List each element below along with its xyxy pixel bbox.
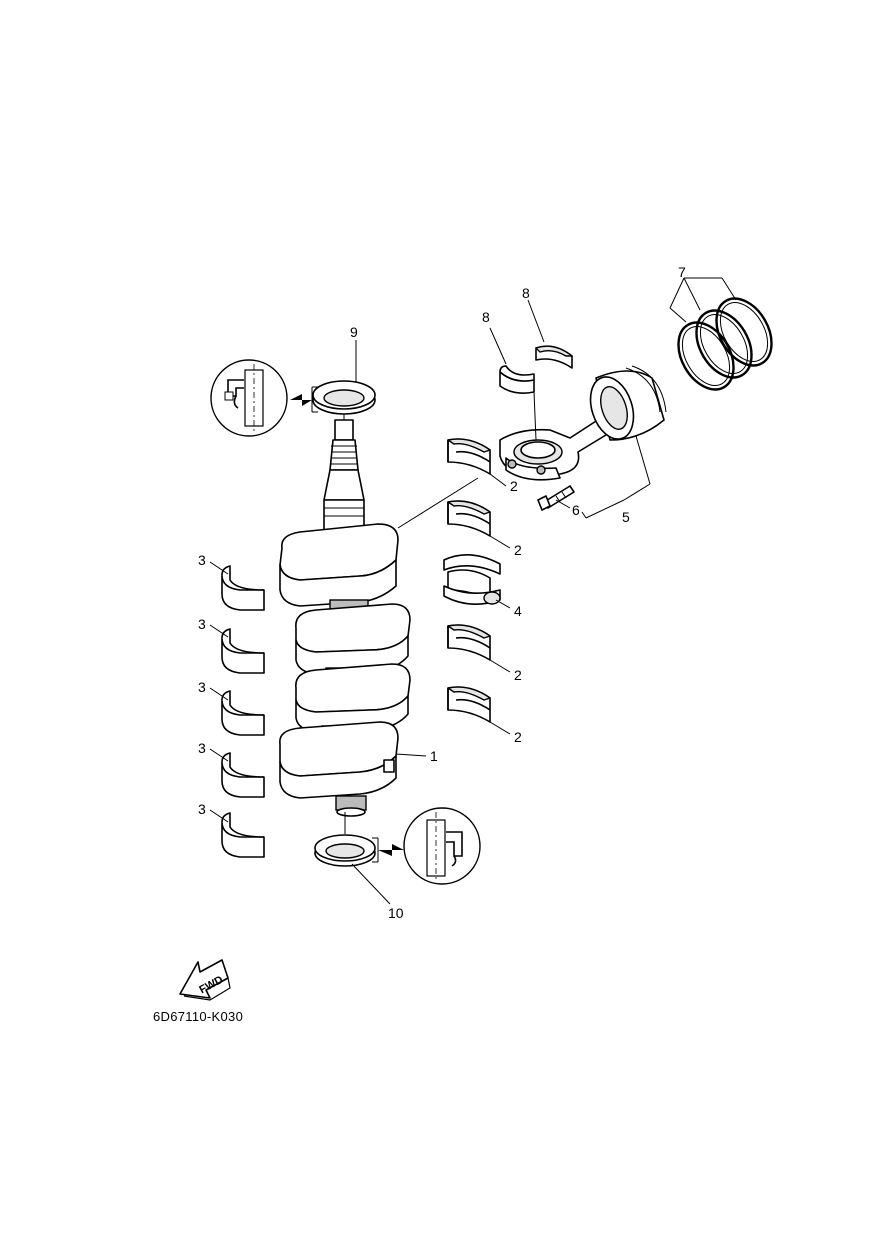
oil-seal-lower[interactable] <box>314 834 376 867</box>
conrod-bolt[interactable] <box>537 485 575 511</box>
oil-seal-detail-upper <box>210 359 288 437</box>
oil-seal-detail-lower <box>403 807 481 885</box>
bearing-2b <box>447 500 491 537</box>
callout-3-c: 3 <box>198 679 206 695</box>
callout-10: 10 <box>388 905 404 921</box>
piston[interactable] <box>583 365 667 445</box>
conrod-bearing-upper[interactable] <box>535 345 573 369</box>
oil-seal-upper[interactable] <box>312 380 376 415</box>
bearing-2a <box>447 438 491 475</box>
callout-5: 5 <box>622 509 630 525</box>
callout-3-d: 3 <box>198 740 206 756</box>
callout-2-a: 2 <box>510 478 518 494</box>
callout-4: 4 <box>514 603 522 619</box>
bearing-2d <box>447 686 491 723</box>
callout-6: 6 <box>572 502 580 518</box>
bearing-3c <box>221 690 265 736</box>
callout-7: 7 <box>678 264 686 280</box>
piston-rings[interactable] <box>667 289 783 399</box>
callout-1: 1 <box>430 748 438 764</box>
bearing-3e <box>221 812 265 858</box>
callout-2-b: 2 <box>514 542 522 558</box>
callout-8-upper: 8 <box>522 285 530 301</box>
connecting-rod[interactable] <box>499 411 625 481</box>
callout-8-lower: 8 <box>482 309 490 325</box>
part-code: 6D67110-K030 <box>153 1009 243 1024</box>
callout-3-a: 3 <box>198 552 206 568</box>
main-bearings-lower[interactable] <box>221 565 265 858</box>
oil-seal-lip-direction-icon <box>224 364 264 432</box>
callout-3-b: 3 <box>198 616 206 632</box>
detail-pointer-icon <box>290 394 312 406</box>
crankshaft[interactable] <box>279 419 411 817</box>
callout-2-c: 2 <box>514 667 522 683</box>
callout-9: 9 <box>350 324 358 340</box>
bearing-2c <box>447 624 491 661</box>
forward-arrow-icon: FWD <box>179 959 231 1001</box>
bearing-3a <box>221 565 265 611</box>
callout-2-d: 2 <box>514 729 522 745</box>
detail-pointer-icon <box>378 844 404 856</box>
oil-seal-lip-direction-icon <box>426 812 463 882</box>
bearing-3d <box>221 752 265 798</box>
bearing-3b <box>221 628 265 674</box>
conrod-bearing-lower[interactable] <box>499 365 535 394</box>
leader-lines <box>209 277 737 905</box>
callout-3-e: 3 <box>198 801 206 817</box>
main-bearings-upper[interactable] <box>443 438 501 723</box>
thrust-bearing-4 <box>443 554 501 605</box>
